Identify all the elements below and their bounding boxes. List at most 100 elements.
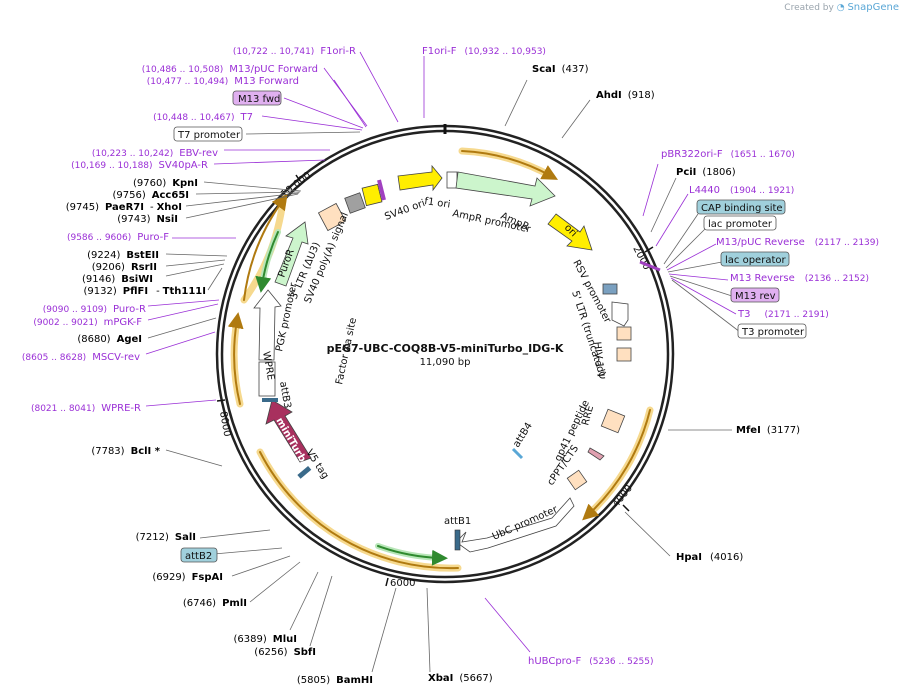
box-attb2-text: attB2 (185, 551, 212, 562)
primer-hubcpro-f: hUBCpro-F(5236 .. 5255) (528, 656, 654, 667)
puror-arrow (274, 221, 309, 287)
label-hiv-psi: HIV-1 Ψ (591, 341, 606, 380)
enzyme-bamhi: (5805)BamHI (297, 675, 373, 686)
tick-2000: 2000 (630, 244, 652, 272)
tick-6000: 6000 (390, 578, 415, 589)
primer-wpre-r: (8021 .. 8041)WPRE-R (31, 403, 141, 414)
enzyme-hpai: HpaI(4016) (676, 552, 743, 563)
box-attb2 (180, 547, 218, 563)
plasmid-size: 11,090 bp (420, 357, 471, 368)
primer-puro-r: (9090 .. 9109)Puro-R (43, 304, 146, 315)
enzyme-bcli: (7783)BclI * (91, 446, 160, 457)
label-miniturbo: miniTurbo (273, 416, 311, 470)
primer-labels: (10,722 .. 10,741)F1ori-R F1ori-F(10,932… (22, 46, 879, 667)
ampr-arrow (455, 171, 556, 207)
v5-tag-mark (297, 465, 312, 479)
enzyme-sbfi: (6256)SbfI (254, 647, 316, 658)
box-m13-rev-text: M13 rev (735, 291, 776, 302)
features (253, 164, 661, 553)
box-lac-operator (720, 251, 790, 267)
primer-m13puc-forward: (10,486 .. 10,508)M13/pUC Forward (142, 64, 318, 75)
wpre-box (258, 361, 276, 397)
primer-cluster-mark (377, 179, 386, 201)
pgk-promoter-arrow (253, 289, 282, 361)
primer-puro-f: (9586 .. 9606)Puro-F (67, 232, 169, 243)
attb1-mark (454, 529, 461, 551)
box-lac-promoter-text: lac promoter (708, 219, 773, 230)
box-m13-fwd (232, 90, 282, 106)
boxed-labels: M13 fwd T7 promoter CAP binding site lac… (173, 90, 807, 563)
sv40-ori-box (361, 183, 383, 207)
cap-lac-block (602, 283, 618, 295)
enzyme-labels-left: (9760)KpnI (9756)Acc65I (9745)PaeR7I-Xho… (66, 178, 373, 686)
tick-10000: 10,000 (279, 170, 313, 200)
box-t7-promoter-text: T7 promoter (177, 130, 241, 141)
attb4-mark (511, 447, 524, 460)
feature-labels: f1 ori AmpR promoter AmpR ori RSV promot… (260, 196, 613, 543)
label-rre: RRE (580, 404, 596, 426)
enzyme-fspai: (6929)FspAI (152, 572, 223, 583)
box-t7-promoter (173, 126, 243, 142)
snapgene-logo-icon: ◔ (836, 3, 845, 13)
primer-m13-forward: (10,477 .. 10,494)M13 Forward (147, 76, 299, 87)
primer-ebv-rev: (10,223 .. 10,242)EBV-rev (92, 148, 218, 159)
enzyme-bsteii: (9224)BstEII (87, 250, 159, 261)
enzyme-pmli: (6746)PmlI (183, 598, 247, 609)
orf-arcs (227, 147, 654, 572)
enzyme-rsrii: (9206)RsrII (92, 262, 157, 273)
sv40-polya-box (344, 192, 366, 214)
enzyme-pflfi-tth111i: (9132)PflFI-Tth111I (84, 286, 207, 297)
enzyme-mfei: MfeI(3177) (736, 425, 800, 436)
cppt-cts-box (566, 469, 588, 491)
ltr-3-box (317, 202, 347, 232)
enzyme-ahdi: AhdI(918) (596, 90, 655, 101)
hiv-psi-box (616, 347, 632, 362)
rre-box (600, 408, 626, 434)
f1-ori-arrow (397, 164, 443, 192)
primer-l4440: L4440(1904 .. 1921) (689, 185, 794, 196)
enzyme-bsiwi: (9146)BsiWI (82, 274, 153, 285)
plasmid-name: pEG7-UBC-COQ8B-V5-miniTurbo_IDG-K (327, 342, 564, 355)
box-m13-rev (730, 287, 780, 303)
tick-8000: 8000 (217, 411, 232, 438)
snapgene-credit: Created by ◔ SnapGene (784, 2, 899, 13)
label-attb3: attB3 (277, 381, 293, 410)
label-sv40-ori: SV40 ori (383, 198, 426, 223)
box-cap-binding-site (696, 199, 786, 215)
enzyme-scai: ScaI(437) (532, 64, 589, 75)
enzyme-sali: (7212)SalI (136, 532, 196, 543)
enzyme-paer7i-xhoi: (9745)PaeR7I-XhoI (66, 202, 182, 213)
gp41-peptide-box (587, 447, 605, 461)
primer-t7: (10,448 .. 10,467)T7 (153, 112, 253, 123)
label-attb4: attB4 (511, 421, 535, 450)
label-attb1: attB1 (444, 516, 471, 527)
green-arcs (255, 229, 448, 566)
box-cap-binding-site-text: CAP binding site (701, 203, 783, 214)
primer-mscv-rev: (8605 .. 8628)MSCV-rev (22, 352, 140, 363)
enzyme-mlui: (6389)MluI (234, 634, 297, 645)
m13-rev-mark (639, 260, 661, 272)
primer-sv40pa-r: (10,169 .. 10,188)SV40pA-R (71, 160, 208, 171)
ltr-5-box (616, 326, 632, 341)
box-t3-promoter (737, 323, 807, 339)
primer-pbr322ori-f: pBR322ori-F(1651 .. 1670) (661, 149, 795, 160)
leader-lines (145, 51, 741, 673)
enzyme-acc65i: (9756)Acc65I (113, 190, 190, 201)
box-lac-operator-text: lac operator (725, 255, 786, 266)
primer-mpgk-f: (9002 .. 9021)mPGK-F (33, 317, 142, 328)
ori-arrow (547, 213, 593, 251)
rsv-promoter-arrow (611, 301, 629, 327)
box-lac-promoter (703, 215, 777, 231)
primer-m13puc-reverse: M13/pUC Reverse(2117 .. 2139) (716, 237, 879, 248)
label-wpre: WPRE (260, 351, 276, 382)
enzyme-labels-right: ScaI(437) AhdI(918) PciI(1806) MfeI(3177… (428, 64, 800, 684)
enzyme-xbai: XbaI(5667) (428, 673, 493, 684)
enzyme-agei: (8680)AgeI (77, 334, 142, 345)
primer-f1ori-r: (10,722 .. 10,741)F1ori-R (233, 46, 356, 57)
enzyme-kpni: (9760)KpnI (133, 178, 198, 189)
primer-t3: T3(2171 .. 2191) (737, 309, 829, 320)
enzyme-pcii: PciI(1806) (676, 167, 736, 178)
box-t3-promoter-text: T3 promoter (741, 327, 805, 338)
miniturbo-arrow (265, 399, 312, 463)
